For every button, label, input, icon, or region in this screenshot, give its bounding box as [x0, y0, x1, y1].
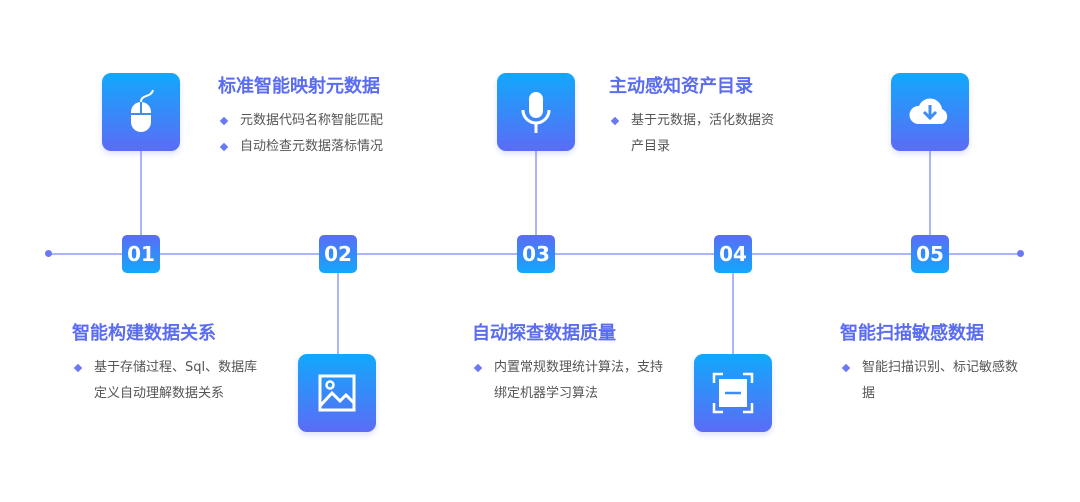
- step-04-text: 主动感知资产目录 基于元数据，活化数据资产目录: [609, 72, 779, 160]
- step-badge-02: 02: [319, 235, 357, 273]
- bullet: 智能扫描识别、标记敏感数据: [840, 355, 1020, 407]
- bullet: 基于元数据，活化数据资产目录: [609, 108, 779, 160]
- step-05-text: 智能扫描敏感数据 智能扫描识别、标记敏感数据: [840, 319, 1020, 407]
- cloud-download-icon: [891, 73, 969, 151]
- step-badge-03: 03: [517, 235, 555, 273]
- bullet: 自动检查元数据落标情况: [218, 134, 383, 160]
- connector: [929, 150, 931, 240]
- connector: [732, 270, 734, 355]
- step-title: 智能扫描敏感数据: [840, 323, 984, 344]
- mouse-icon: [102, 73, 180, 151]
- bullet: 基于存储过程、Sql、数据库定义自动理解数据关系: [72, 355, 264, 407]
- step-title: 智能构建数据关系: [72, 323, 216, 344]
- image-icon: [298, 354, 376, 432]
- timeline-start-dot: [45, 250, 52, 257]
- bullet: 内置常规数理统计算法，支持绑定机器学习算法: [472, 355, 672, 407]
- connector: [535, 150, 537, 240]
- step-02-text: 标准智能映射元数据 元数据代码名称智能匹配 自动检查元数据落标情况: [218, 72, 383, 160]
- step-badge-01: 01: [122, 235, 160, 273]
- microphone-icon: [497, 73, 575, 151]
- step-badge-05: 05: [911, 235, 949, 273]
- bullet: 元数据代码名称智能匹配: [218, 108, 383, 134]
- connector: [337, 270, 339, 355]
- timeline-end-dot: [1017, 250, 1024, 257]
- scan-icon: [694, 354, 772, 432]
- step-title: 自动探查数据质量: [472, 323, 616, 344]
- connector: [140, 150, 142, 240]
- step-03-text: 自动探查数据质量 内置常规数理统计算法，支持绑定机器学习算法: [472, 319, 672, 407]
- step-01-text: 智能构建数据关系 基于存储过程、Sql、数据库定义自动理解数据关系: [72, 319, 264, 407]
- step-title: 主动感知资产目录: [609, 76, 753, 97]
- step-badge-04: 04: [714, 235, 752, 273]
- step-title: 标准智能映射元数据: [218, 76, 380, 97]
